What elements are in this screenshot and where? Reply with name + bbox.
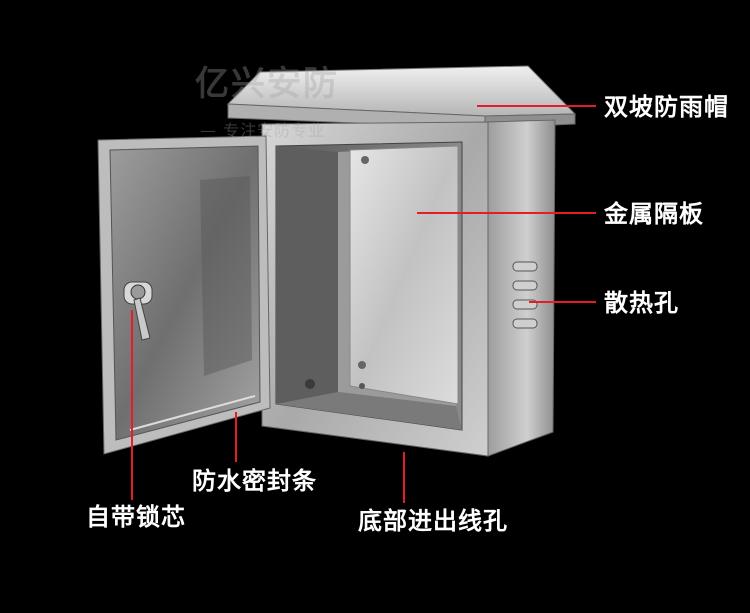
vent-louvres bbox=[512, 261, 538, 329]
rain-cap bbox=[226, 65, 577, 129]
watermark-brand: 亿兴安防 bbox=[195, 64, 339, 104]
label-lock: 自带锁芯 bbox=[86, 503, 186, 531]
label-gasket: 防水密封条 bbox=[192, 467, 317, 495]
label-vent-holes: 散热孔 bbox=[604, 289, 679, 317]
label-metal-plate: 金属隔板 bbox=[604, 200, 704, 228]
watermark-tagline: — 专注安防专业 bbox=[200, 121, 326, 140]
callout-lines bbox=[131, 105, 596, 503]
mounting-plate bbox=[349, 145, 459, 405]
open-door bbox=[97, 135, 271, 455]
label-bottom-holes: 底部进出线孔 bbox=[358, 507, 508, 535]
cable-entry-hole bbox=[305, 379, 315, 389]
label-rain-cap: 双坡防雨帽 bbox=[604, 93, 729, 121]
lock-cylinder bbox=[123, 281, 153, 341]
